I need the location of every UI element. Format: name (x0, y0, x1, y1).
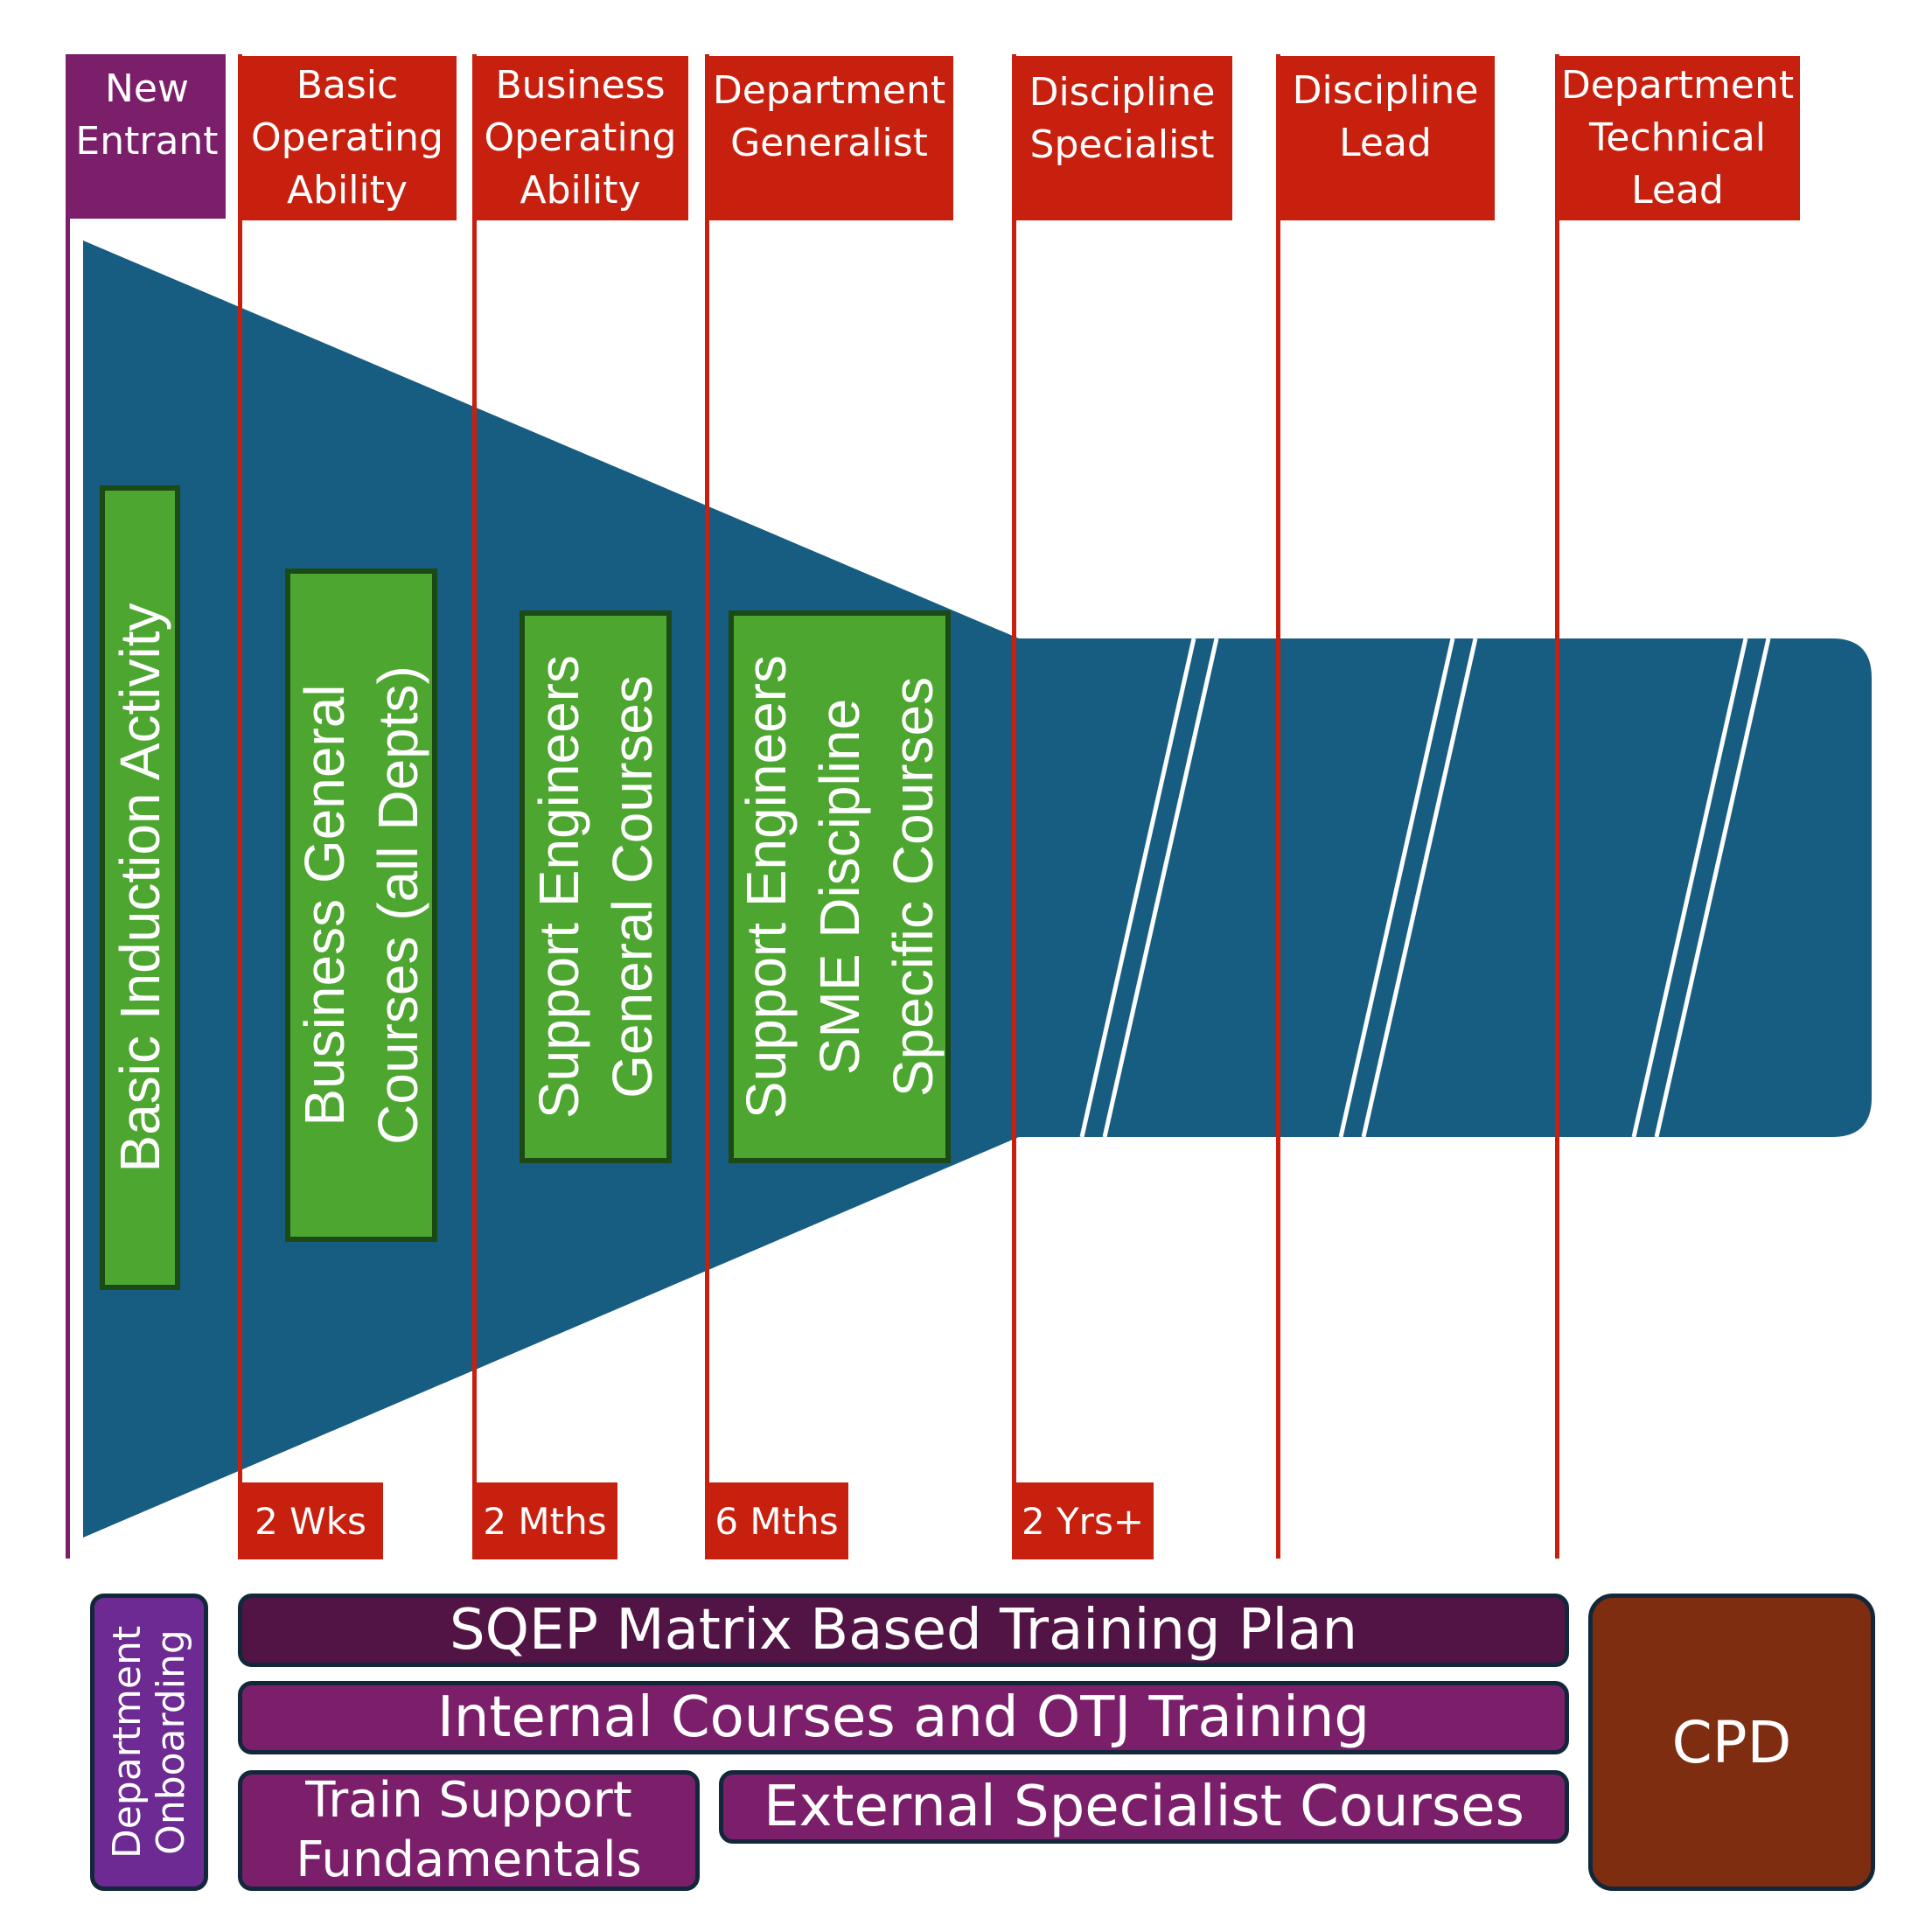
milestone-line-discipline-specialist (1012, 54, 1016, 1559)
stage-new-entrant: New Entrant (68, 54, 226, 219)
department-onboarding-box: Department Onboarding (90, 1594, 208, 1891)
funnel-body (83, 241, 1872, 1538)
course-basic-induction: Basic Induction Activity (100, 485, 180, 1290)
duration-2-months: 2 Mths (472, 1482, 617, 1559)
train-support-fundamentals-bar: Train Support Fundamentals (238, 1770, 700, 1891)
milestone-line-business (472, 54, 477, 1559)
stage-department-technical-lead: Department Technical Lead (1555, 56, 1800, 220)
stage-basic-operating-ability: Basic Operating Ability (238, 56, 457, 220)
course-support-engineers-sme: Support Engineers SME Discipline Specifi… (729, 610, 951, 1163)
course-basic-induction-label: Basic Induction Activity (108, 603, 171, 1173)
milestone-line-basic (238, 54, 242, 1559)
stage-discipline-lead: Discipline Lead (1276, 56, 1495, 220)
milestone-line-dept-generalist (705, 54, 709, 1559)
milestone-line-new-entrant (66, 54, 70, 1559)
internal-courses-bar: Internal Courses and OTJ Training (238, 1681, 1569, 1754)
course-support-engineers-sme-label: Support Engineers SME Discipline Specifi… (735, 654, 945, 1119)
duration-2-weeks: 2 Wks (238, 1482, 383, 1559)
department-onboarding-label: Department Onboarding (104, 1625, 193, 1859)
course-support-engineers-general-label: Support Engineers General Courses (527, 654, 664, 1119)
course-business-general-label: Business General Courses (all Depts) (293, 666, 429, 1145)
time-break-marks (1079, 638, 1771, 1138)
duration-6-months: 6 Mths (705, 1482, 848, 1559)
milestone-line-discipline-lead (1276, 54, 1280, 1559)
course-support-engineers-general: Support Engineers General Courses (520, 610, 672, 1163)
milestone-line-dept-tech-lead (1555, 54, 1559, 1559)
course-business-general: Business General Courses (all Depts) (285, 568, 437, 1242)
stage-business-operating-ability: Business Operating Ability (472, 56, 688, 220)
duration-2-years-plus: 2 Yrs+ (1012, 1482, 1154, 1559)
cpd-box: CPD (1588, 1594, 1875, 1891)
stage-discipline-specialist: Discipline Specialist (1012, 56, 1232, 220)
external-specialist-courses-bar: External Specialist Courses (719, 1770, 1569, 1844)
stage-department-generalist: Department Generalist (705, 56, 953, 220)
sqep-training-plan-bar: SQEP Matrix Based Training Plan (238, 1594, 1569, 1667)
